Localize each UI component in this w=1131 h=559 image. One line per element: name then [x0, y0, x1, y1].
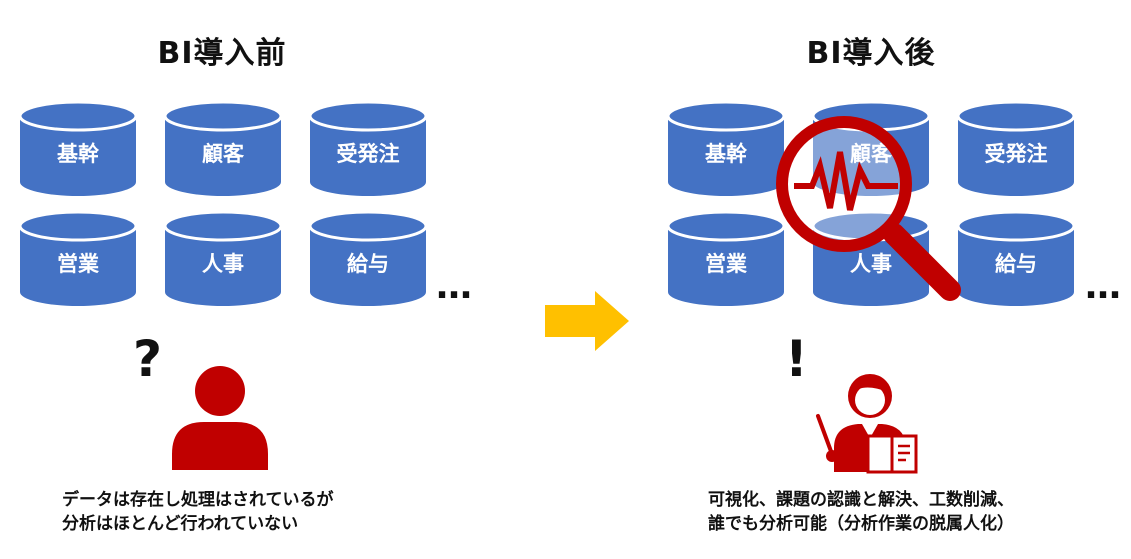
- database-label: 基幹: [57, 142, 99, 166]
- database-kokyaku: 顧客: [163, 100, 283, 198]
- database-kyuyo: 給与: [308, 210, 428, 308]
- right-arrow-icon: [545, 291, 629, 351]
- before-caption: データは存在し処理はされているが 分析はほとんど行われていない: [62, 488, 334, 536]
- database-label: 顧客: [202, 142, 244, 166]
- database-eigyo: 営業: [666, 210, 786, 308]
- database-kikan: 基幹: [18, 100, 138, 198]
- database-label: 受発注: [336, 142, 400, 166]
- database-label: 人事: [850, 252, 892, 276]
- database-eigyo: 営業: [18, 210, 138, 308]
- database-kikan: 基幹: [666, 100, 786, 198]
- presenter-icon: [816, 374, 918, 474]
- exclamation-mark: !: [785, 330, 808, 388]
- database-label: 基幹: [705, 142, 747, 166]
- after-caption: 可視化、課題の認識と解決、工数削減、 誰でも分析可能（分析作業の脱属人化）: [708, 488, 1014, 536]
- database-label: 顧客: [850, 142, 892, 166]
- caption-line: 分析はほとんど行われていない: [62, 514, 299, 534]
- caption-line: 可視化、課題の認識と解決、工数削減、: [708, 490, 1014, 510]
- database-jinji: 人事: [163, 210, 283, 308]
- person-icon: [172, 366, 268, 470]
- more-ellipsis: …: [436, 266, 474, 307]
- after-title: BI導入後: [806, 36, 936, 71]
- database-label: 人事: [202, 252, 244, 276]
- database-label: 受発注: [984, 142, 1048, 166]
- question-mark: ?: [133, 330, 163, 388]
- more-ellipsis: …: [1085, 266, 1123, 307]
- database-juhatchu: 受発注: [308, 100, 428, 198]
- database-kyuyo: 給与: [956, 210, 1076, 308]
- before-title: BI導入前: [157, 36, 287, 71]
- database-label: 給与: [995, 252, 1037, 276]
- caption-line: 誰でも分析可能（分析作業の脱属人化）: [708, 514, 1014, 534]
- caption-line: データは存在し処理はされているが: [62, 490, 334, 510]
- database-label: 営業: [57, 252, 99, 276]
- database-juhatchu: 受発注: [956, 100, 1076, 198]
- database-label: 営業: [705, 252, 747, 276]
- magnifier-chart-icon: [776, 116, 961, 301]
- database-label: 給与: [347, 252, 389, 276]
